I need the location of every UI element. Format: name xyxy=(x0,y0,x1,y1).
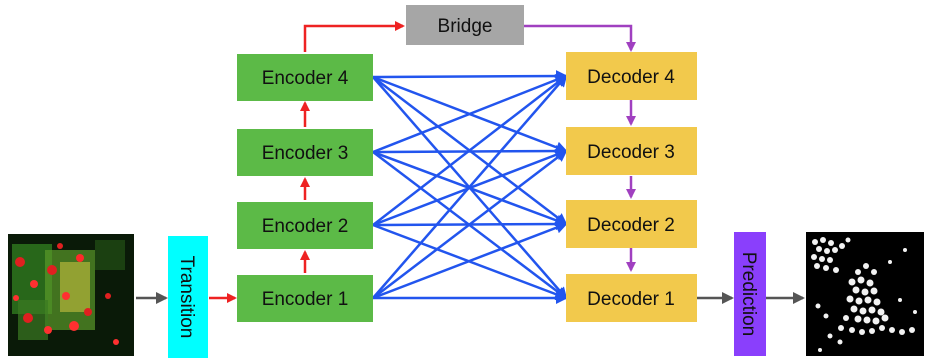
decoder-2-node: Decoder 2 xyxy=(566,200,697,248)
skip-arrow-encoder4-to-decoder2 xyxy=(372,76,568,226)
encoder-2-node: Encoder 2 xyxy=(237,202,373,249)
output-segmentation-image xyxy=(806,232,924,356)
skip-arrow-encoder3-to-decoder1 xyxy=(372,151,568,300)
skip-connection-arrows xyxy=(372,70,568,304)
skip-arrow-encoder2-to-decoder1 xyxy=(372,223,568,301)
encoder-1-node: Encoder 1 xyxy=(237,275,373,322)
decoder-1-label: Decoder 1 xyxy=(587,289,675,310)
bridge-to-decoder4-arrow xyxy=(524,24,636,52)
transition-node: Transition xyxy=(168,236,208,358)
transition-label: Transition xyxy=(176,256,197,339)
prediction-node: Prediction xyxy=(734,232,766,356)
encoder-2-label: Encoder 2 xyxy=(262,216,349,237)
skip-arrow-encoder4-to-decoder1 xyxy=(372,76,568,300)
encoder-4-node: Encoder 4 xyxy=(237,54,373,101)
bridge-node: Bridge xyxy=(406,5,524,45)
decoder-3-node: Decoder 3 xyxy=(566,127,697,175)
encoder-4-label: Encoder 4 xyxy=(262,68,349,89)
decoder-3-label: Decoder 3 xyxy=(587,142,675,163)
encoder-chain-arrows xyxy=(209,21,405,303)
encoder4-to-bridge-arrow xyxy=(303,21,405,52)
skip-arrow-encoder4-to-decoder4 xyxy=(372,70,568,83)
prediction-label: Prediction xyxy=(738,252,759,337)
encoder-1-label: Encoder 1 xyxy=(262,289,349,310)
decoder-4-label: Decoder 4 xyxy=(587,67,675,88)
input-microscopy-image xyxy=(8,234,134,356)
decoder-4-node: Decoder 4 xyxy=(566,52,697,100)
decoder-1-node: Decoder 1 xyxy=(566,274,697,322)
decoder-chain-arrows xyxy=(524,24,636,272)
encoder-3-node: Encoder 3 xyxy=(237,129,373,176)
skip-arrow-encoder4-to-decoder3 xyxy=(372,75,568,154)
encoder-3-label: Encoder 3 xyxy=(262,143,349,164)
decoder-2-label: Decoder 2 xyxy=(587,215,675,236)
bridge-label: Bridge xyxy=(438,16,493,37)
